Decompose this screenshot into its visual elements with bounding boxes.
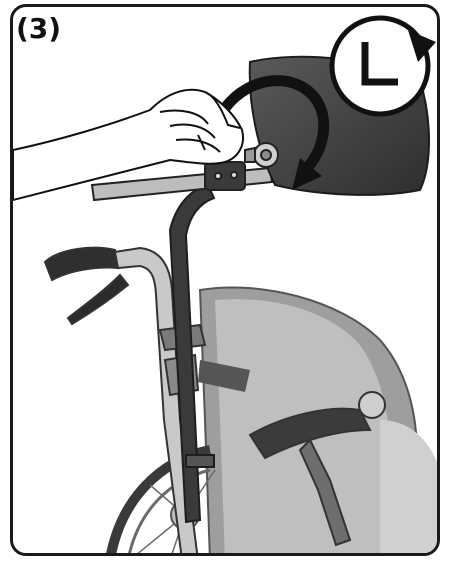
adjustment-knob: [245, 143, 278, 167]
step-number: (3): [16, 12, 61, 45]
